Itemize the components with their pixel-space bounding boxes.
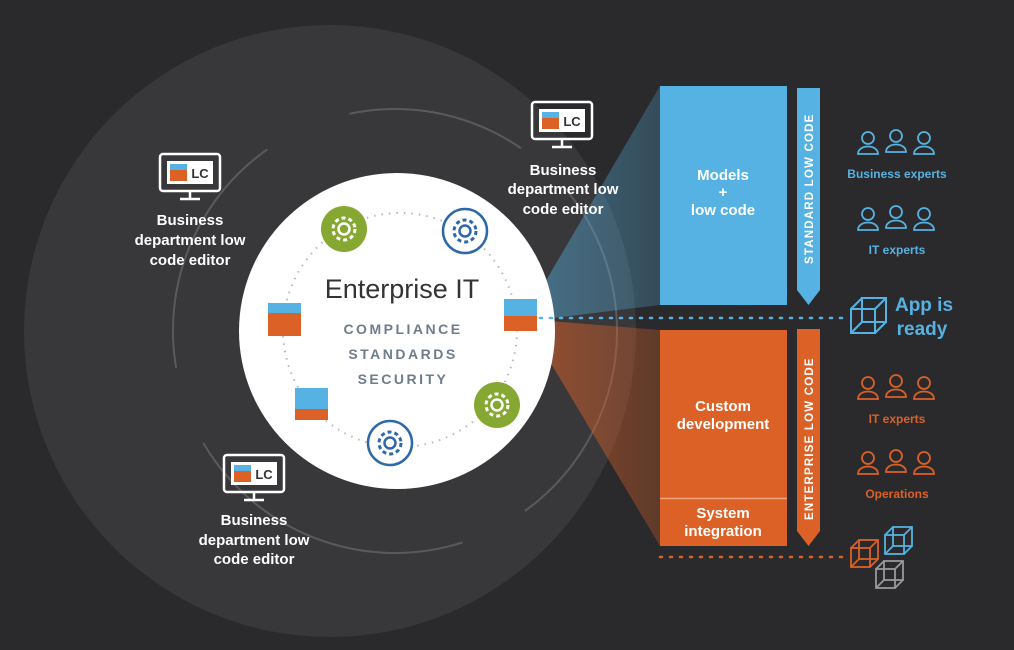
svg-text:code editor: code editor (150, 252, 231, 269)
development-label: development (677, 416, 770, 433)
cube-icon (875, 560, 904, 589)
svg-text:LC: LC (563, 114, 581, 129)
svg-text:LC: LC (255, 467, 273, 482)
business-experts-icon (857, 129, 935, 155)
models-plus: + (719, 184, 728, 201)
app-ready-label: App is (895, 295, 953, 316)
custom-development-block (660, 330, 787, 498)
it-experts-icon (857, 374, 935, 400)
business-experts-label: Business experts (847, 167, 947, 181)
operations-label: Operations (865, 487, 929, 501)
models-label: Models (697, 167, 749, 184)
blue-fan (537, 86, 660, 320)
svg-text:department low: department low (135, 232, 246, 249)
integration-label: integration (684, 523, 762, 540)
app-block-icon (268, 303, 301, 336)
editor-label: Business department low code editor (135, 212, 246, 269)
orange-fan (537, 320, 660, 546)
it-experts-label: IT experts (869, 412, 926, 426)
pillar-standards: STANDARDS (348, 346, 457, 362)
svg-text:code editor: code editor (523, 201, 604, 218)
pillar-security: SECURITY (358, 371, 449, 387)
app-ready-label: ready (897, 319, 948, 340)
cube-icon (850, 297, 887, 334)
custom-label: Custom (695, 398, 751, 415)
svg-text:code editor: code editor (214, 551, 295, 568)
monitor-icon: LC (158, 152, 222, 201)
svg-text:LC: LC (191, 166, 209, 181)
it-experts-label: IT experts (869, 243, 926, 257)
svg-text:Business: Business (157, 212, 224, 229)
enterprise-low-code-arrow (797, 329, 820, 546)
svg-text:Business: Business (530, 162, 597, 179)
svg-text:department low: department low (508, 181, 619, 198)
enterprise-low-code-label: ENTERPRISE LOW CODE (804, 357, 816, 520)
enterprise-it-title: Enterprise IT (325, 274, 480, 304)
svg-text:department low: department low (199, 532, 310, 549)
monitor-icon: LC (530, 100, 594, 149)
gear-icon (321, 206, 367, 252)
monitor-icon: LC (222, 453, 286, 502)
operations-icon (857, 449, 935, 475)
gear-icon (474, 382, 520, 428)
standard-low-code-label: STANDARD LOW CODE (804, 113, 816, 264)
standard-low-code-arrow (797, 88, 820, 305)
app-block-icon (504, 299, 537, 331)
system-label: System (696, 505, 749, 522)
cube-icon (884, 526, 913, 555)
gear-icon (441, 207, 489, 255)
editor-label: Business department low code editor (199, 512, 310, 568)
editor-label: Business department low code editor (508, 162, 619, 218)
svg-text:Business: Business (221, 512, 288, 529)
gear-icon (366, 419, 414, 467)
app-block-icon (295, 388, 328, 420)
pillar-compliance: COMPLIANCE (343, 321, 462, 337)
cube-icon (850, 539, 879, 568)
models-lowcode: low code (691, 202, 755, 219)
it-experts-icon (857, 205, 935, 231)
models-block (660, 86, 787, 305)
system-integration-block (660, 499, 787, 546)
